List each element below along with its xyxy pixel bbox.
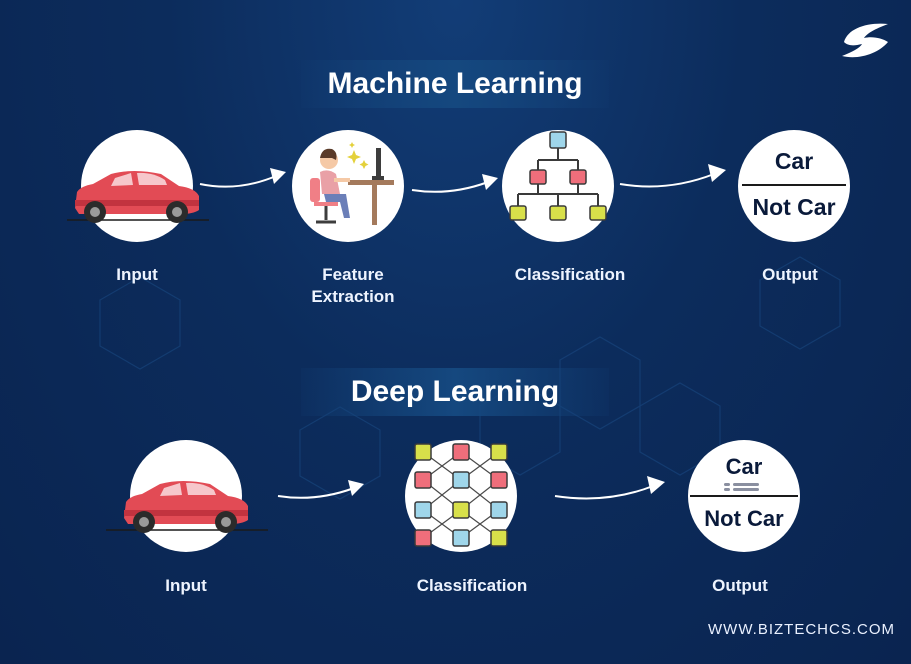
dl-classification-circle <box>405 440 517 552</box>
lines-icon <box>724 483 759 491</box>
car-icon <box>106 481 268 533</box>
arrow-icon <box>619 164 726 188</box>
ml-step-output: Output <box>762 265 818 284</box>
dl-output-not-car: Not Car <box>704 506 784 531</box>
ml-step-feature: Feature Extraction <box>311 265 395 306</box>
ml-title-text: Machine Learning <box>327 67 583 100</box>
arrow-icon <box>199 168 286 188</box>
dl-output-car: Car <box>725 454 763 479</box>
ml-output-car: Car <box>774 148 814 174</box>
arrow-icon <box>554 476 665 500</box>
dl-input-circle <box>106 440 268 552</box>
tree-classifier-icon <box>509 131 607 221</box>
ml-output-not-car: Not Car <box>752 194 836 220</box>
dl-output-divider <box>690 495 798 497</box>
ml-output-divider <box>742 184 846 186</box>
ml-feature-circle <box>292 130 404 242</box>
dl-step-classification: Classification <box>416 576 528 595</box>
dl-title-text: Deep Learning <box>350 375 560 408</box>
ml-classification-circle <box>502 130 614 242</box>
dl-title: Deep Learning <box>301 368 609 416</box>
ml-step-classification: Classification <box>514 265 626 284</box>
arrow-icon <box>277 480 364 499</box>
ml-step-input: Input <box>116 265 158 284</box>
dl-output-circle: Car Not Car <box>688 440 800 552</box>
logo-icon[interactable] <box>838 20 892 62</box>
ml-output-circle: Car Not Car <box>738 130 850 242</box>
ml-title: Machine Learning <box>301 60 609 108</box>
car-icon <box>67 171 209 223</box>
website-text[interactable]: WWW.BIZTECHCS.COM <box>708 621 895 638</box>
dl-step-input: Input <box>165 576 207 595</box>
person-at-desk-icon <box>310 142 394 225</box>
dl-step-output: Output <box>712 576 768 595</box>
neural-network-icon <box>414 443 508 547</box>
ml-input-circle <box>67 130 209 242</box>
arrow-icon <box>411 174 498 193</box>
